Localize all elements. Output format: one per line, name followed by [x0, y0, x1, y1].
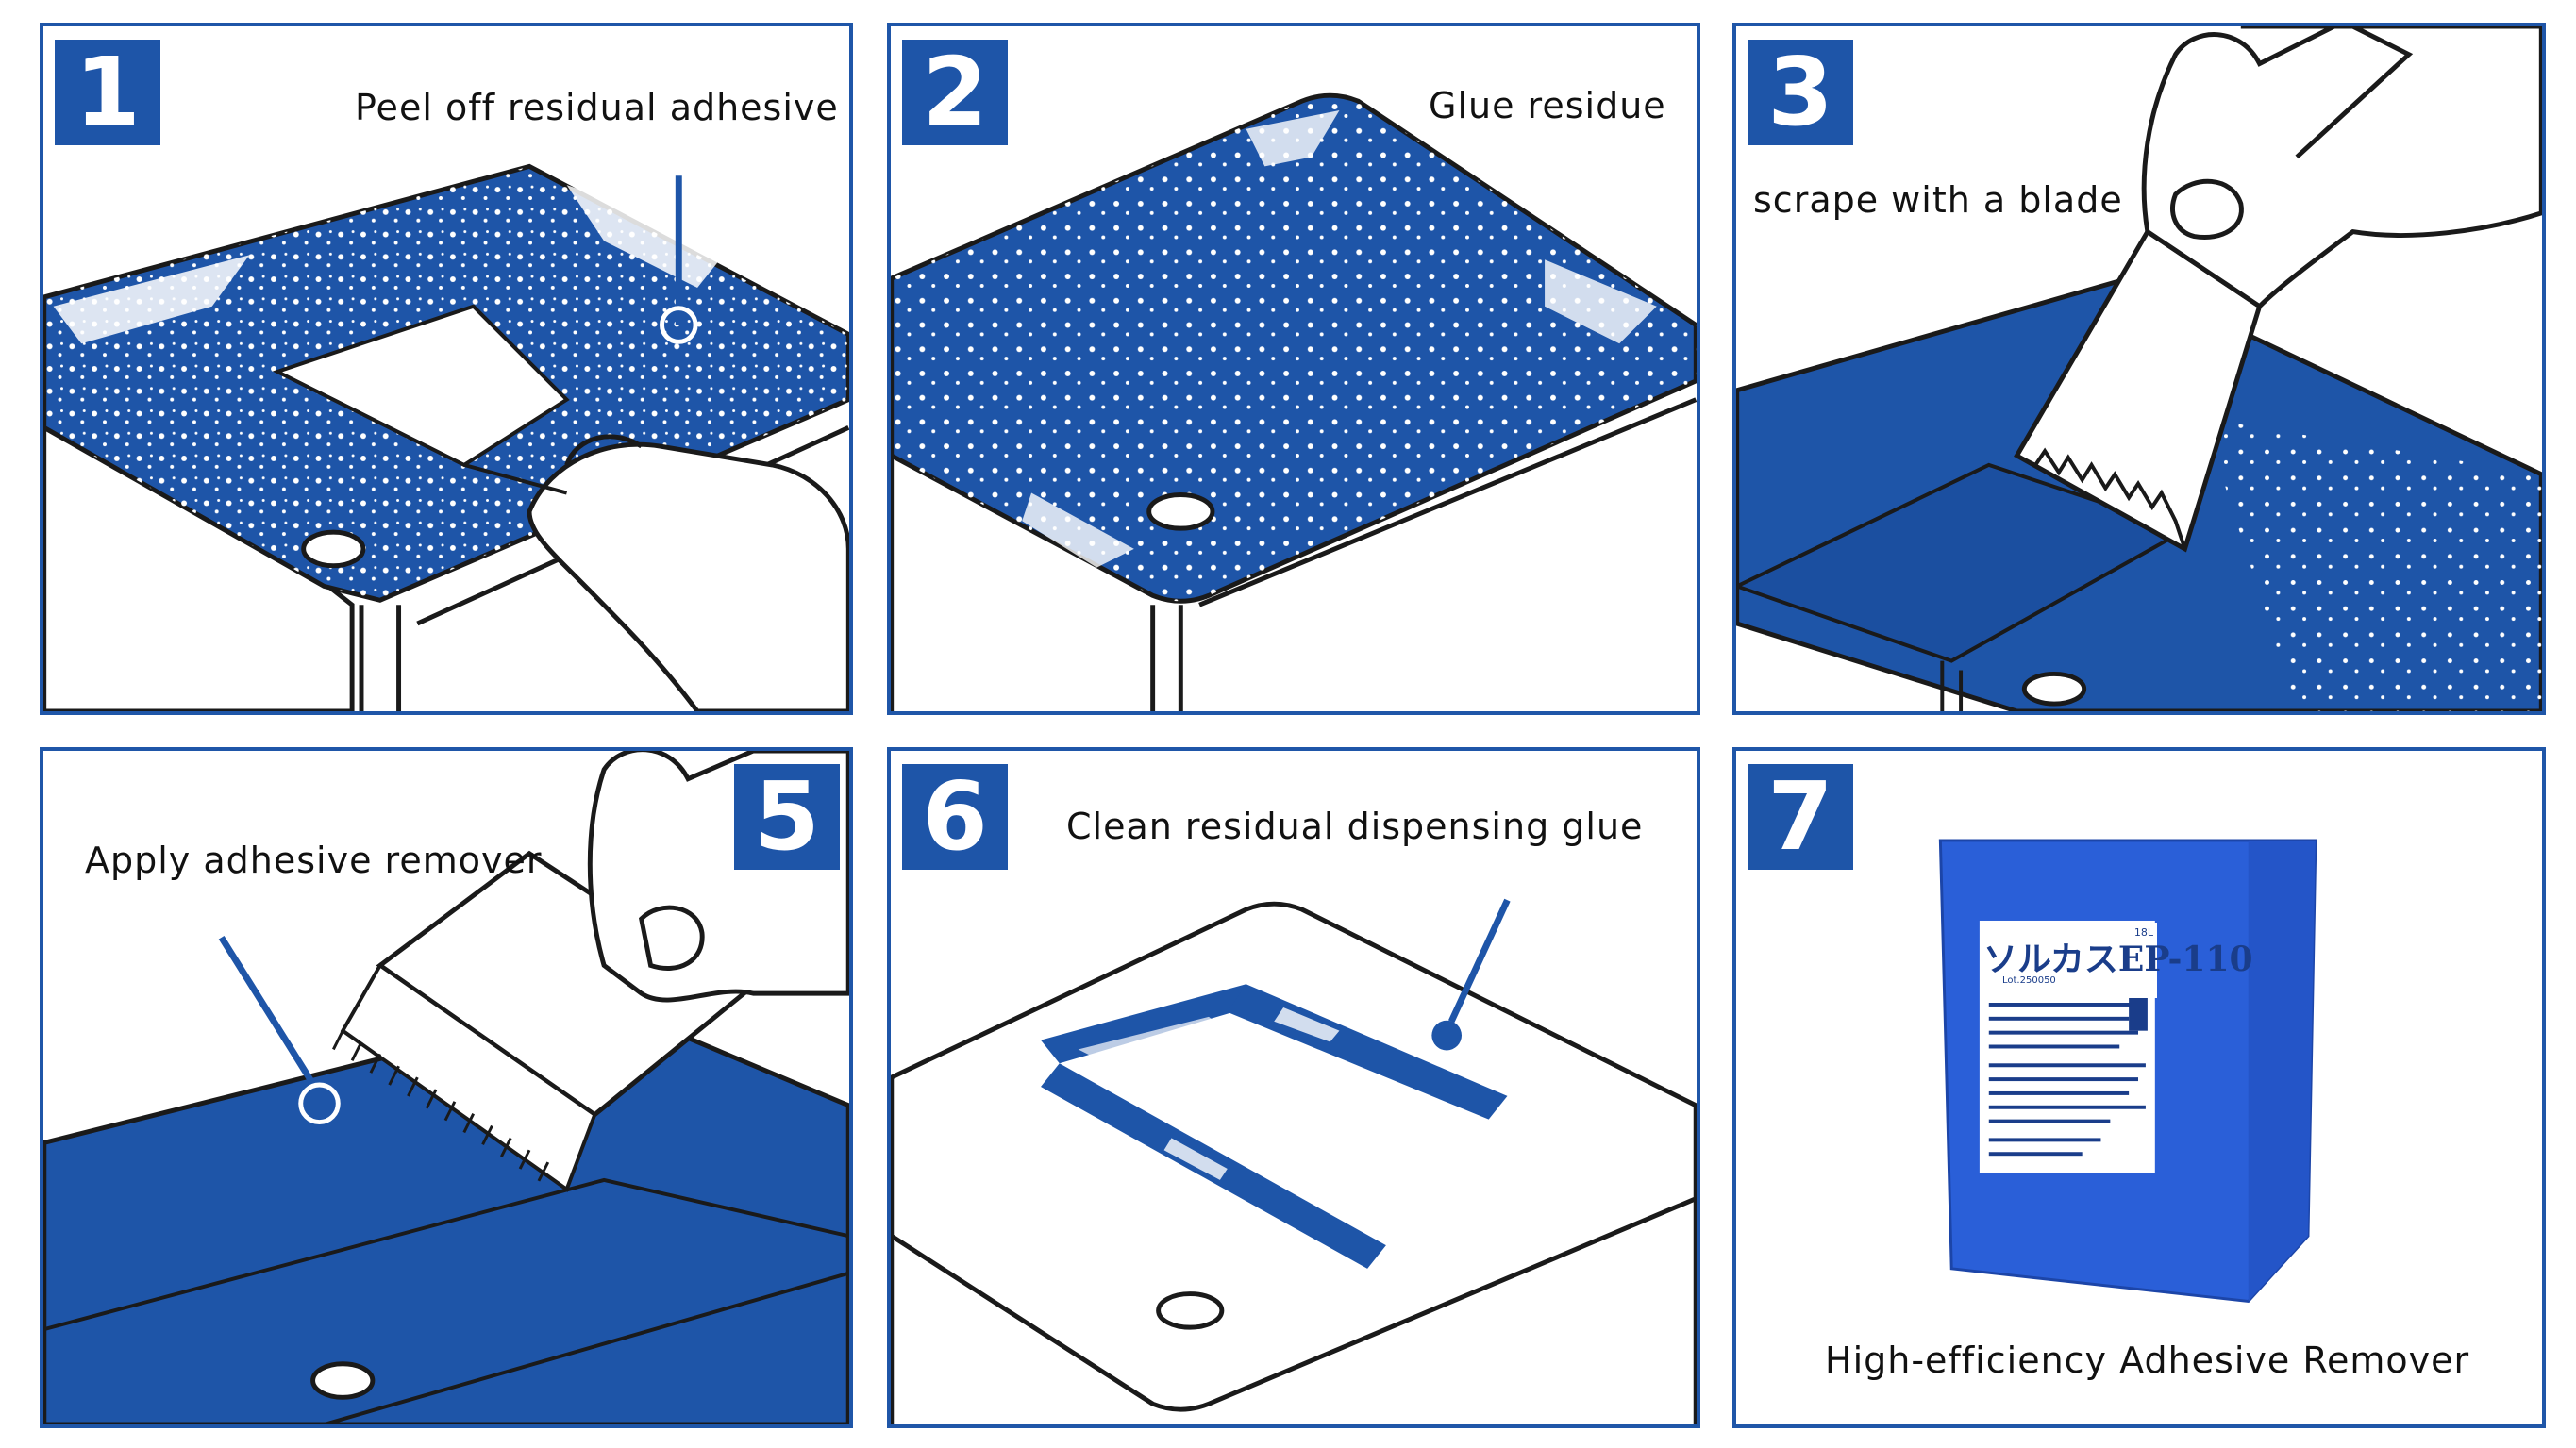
- step-panel-6: 6 Clean residual dispensing glue: [887, 747, 1700, 1428]
- step-panel-5: 5 Apply adhesive remover: [40, 747, 853, 1428]
- step-caption: Peel off residual adhesive: [355, 87, 839, 128]
- product-volume: 18L: [2133, 926, 2153, 939]
- brush-hand-icon: [43, 751, 849, 1424]
- step-number-badge: 2: [902, 40, 1008, 145]
- step-number-badge: 7: [1748, 764, 1853, 870]
- step-caption: scrape with a blade: [1753, 179, 2123, 221]
- step-caption: High-efficiency Adhesive Remover: [1825, 1340, 2470, 1381]
- step-number-badge: 3: [1748, 40, 1853, 145]
- remover-can-icon: [1938, 839, 2317, 1304]
- peel-hand-icon: [43, 163, 849, 711]
- step-caption: Apply adhesive remover: [85, 840, 543, 881]
- step-panel-7: ソルカスEP-110 18L Lot.250050 7 High-efficie…: [1732, 747, 2546, 1428]
- step-number-badge: 6: [902, 764, 1008, 870]
- step-panel-3: 3 scrape with a blade: [1732, 23, 2546, 715]
- step-panel-2: 2 Glue residue: [887, 23, 1700, 715]
- clean-surface-icon: [891, 898, 1697, 1424]
- product-name: ソルカスEP-110: [1983, 940, 2253, 979]
- step-number-badge: 1: [55, 40, 160, 145]
- step-caption: Glue residue: [1429, 85, 1666, 126]
- product-label: ソルカスEP-110 18L Lot.250050: [1983, 923, 2253, 998]
- blade-hand-icon: [1736, 26, 2542, 711]
- step-panel-1: 1 Peel off residual adhesive: [40, 23, 853, 715]
- step-caption: Clean residual dispensing glue: [1066, 806, 1644, 847]
- product-lot: Lot.250050: [2002, 975, 2056, 986]
- glue-surface-icon: [891, 92, 1697, 711]
- step-number-badge: 5: [734, 764, 840, 870]
